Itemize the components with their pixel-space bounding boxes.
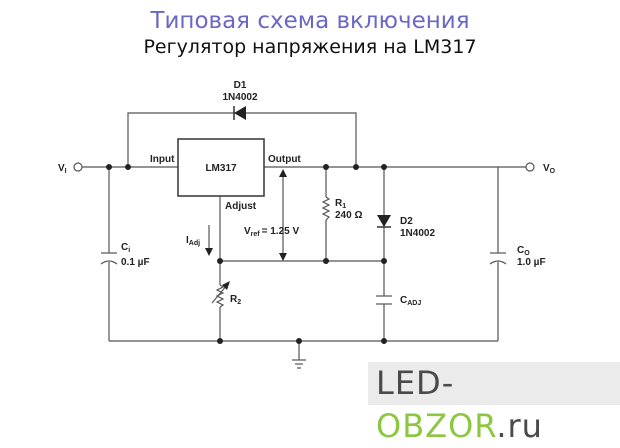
watermark-logo: LED- OBZOR.ru xyxy=(368,362,620,445)
capacitor-ci xyxy=(100,252,118,265)
diagram-subtitle: Регулятор напряжения на LM317 xyxy=(143,36,477,58)
r1-label: R1 xyxy=(335,198,346,210)
diode-d2 xyxy=(377,215,391,228)
potentiometer-r2 xyxy=(211,281,230,308)
d2-name: D2 xyxy=(400,216,413,227)
capacitor-cadj xyxy=(376,295,392,305)
d1-name: D1 xyxy=(234,80,247,91)
logo-part-3: .ru xyxy=(496,407,543,445)
vref-label: Vref= 1.25 V xyxy=(244,226,299,238)
capacitor-co xyxy=(489,252,507,265)
junction-dots xyxy=(106,164,387,344)
wires xyxy=(82,112,526,360)
pin-adjust-label: Adjust xyxy=(225,201,257,212)
co-label: CO xyxy=(517,245,530,257)
ci-label: Ci xyxy=(121,242,130,254)
iadj-arrowhead xyxy=(205,248,213,256)
diode-d1 xyxy=(233,106,246,120)
r1-value: 240 Ω xyxy=(335,210,362,221)
diagram-title: Типовая схема включения xyxy=(150,8,470,34)
ground-icon xyxy=(292,359,306,369)
ic-label: LM317 xyxy=(205,163,237,174)
co-value: 1.0 µF xyxy=(517,257,546,268)
cadj-label: CADJ xyxy=(400,295,421,307)
vin-label: VI xyxy=(58,163,67,175)
pin-input-label: Input xyxy=(150,154,175,165)
logo-part-2: OBZOR xyxy=(376,407,497,445)
r2-label: R2 xyxy=(230,294,241,306)
pin-output-label: Output xyxy=(268,154,301,165)
d1-part: 1N4002 xyxy=(222,92,257,103)
ci-value: 0.1 µF xyxy=(121,257,150,268)
vout-terminal xyxy=(525,162,535,172)
logo-part-1: LED- xyxy=(376,364,456,402)
vout-label: VO xyxy=(543,163,556,175)
lm317-ic xyxy=(177,138,265,197)
circuit-schematic: LM317 Input Output Adjust VI VO D1 1N400… xyxy=(58,80,556,369)
d2-part: 1N4002 xyxy=(400,228,435,239)
vref-arrow-up xyxy=(279,169,287,177)
vin-terminal xyxy=(73,162,83,172)
resistor-r1 xyxy=(321,196,331,221)
iadj-label: IAdj xyxy=(186,235,200,247)
vref-arrow-down xyxy=(279,253,287,261)
